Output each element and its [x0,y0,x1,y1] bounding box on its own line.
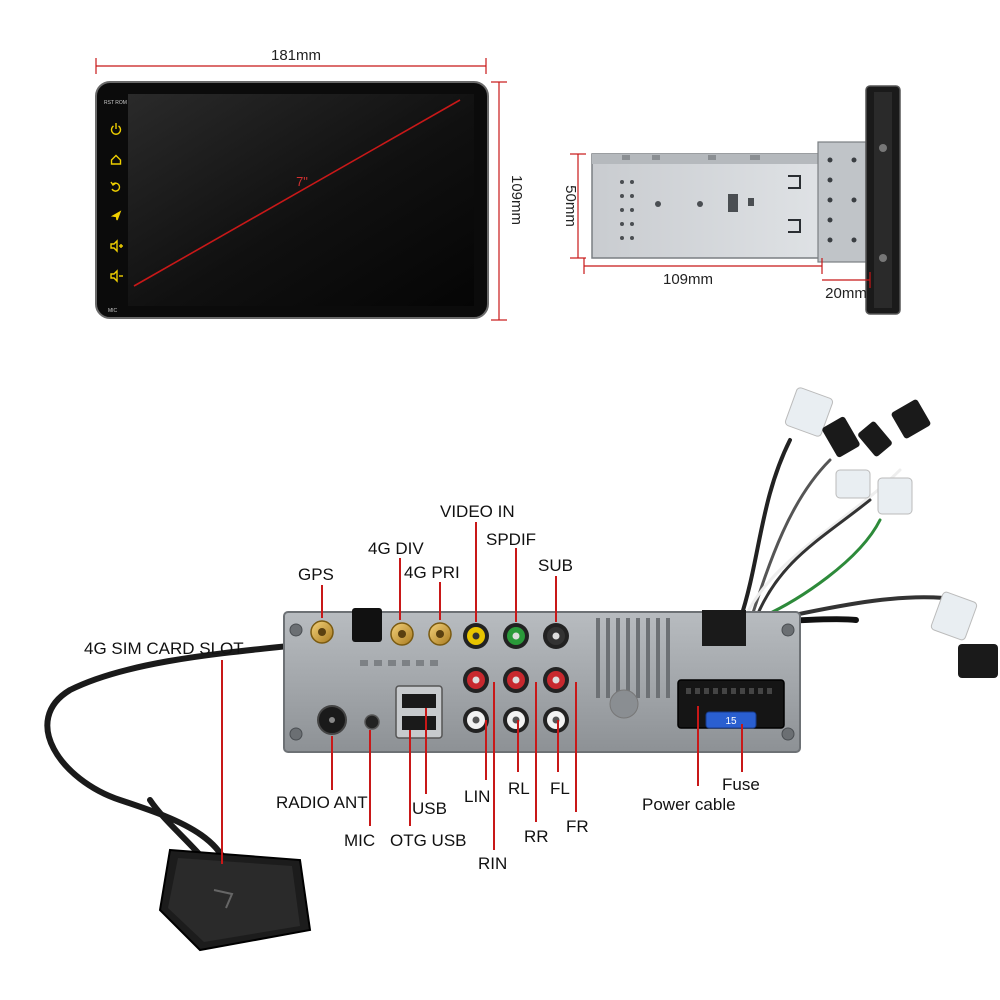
fuse-rating: 15 [725,716,737,727]
vent-slots [596,618,670,698]
depth-label: 109mm [663,271,713,288]
width-dimension: 181mm [95,47,487,74]
rca-fl[interactable] [543,707,569,733]
screen-diagonal [133,99,461,287]
back-icon[interactable] [110,181,121,192]
label-rr: RR [524,827,549,846]
sim-card-slot[interactable] [352,608,382,642]
rca-rr[interactable] [503,667,529,693]
body-height-label: 50mm [562,185,579,227]
gps-antenna-cable [44,633,363,903]
label-rin: RIN [478,854,507,873]
connector-plug [858,421,892,457]
logo-emboss [609,689,639,719]
label-sub: SUB [538,556,573,575]
width-label: 181mm [271,47,321,64]
touch-screen [128,94,474,306]
connector-plug [822,416,860,458]
wiring-harness [738,438,962,625]
label-4g-div: 4G DIV [368,539,424,558]
height-label: 109mm [508,175,525,225]
side-view: 50mm 109mm 20mm [562,85,901,315]
label-fr: FR [566,817,589,836]
usb-block [395,685,443,739]
home-icon[interactable] [110,154,122,165]
rca-rl[interactable] [503,707,529,733]
label-otg-usb: OTG USB [390,831,467,850]
label-radio-ant: RADIO ANT [276,793,368,812]
volume-up-icon[interactable] [110,239,123,253]
radio-antenna-port[interactable] [317,705,347,735]
mic-hole-label: MIC [108,308,118,314]
rca-sub[interactable] [543,623,569,649]
chassis-side [591,153,825,259]
label-fl: FL [550,779,570,798]
mount-bracket [817,141,867,263]
label-mic: MIC [344,831,375,850]
label-fuse: Fuse [722,775,760,794]
rca-spdif[interactable] [503,623,529,649]
gps-connector[interactable] [310,620,334,644]
front-view: 181mm 109mm RST ROM MIC [95,47,525,321]
label-4g-pri: 4G PRI [404,563,460,582]
depth-dimension: 109mm [583,258,823,288]
label-video-in: VIDEO IN [440,502,515,521]
body-height-dimension: 50mm [562,153,586,259]
label-sim-slot: 4G SIM CARD SLOT [84,639,244,658]
label-usb: USB [412,799,447,818]
4g-div-connector[interactable] [390,622,414,646]
key-tag [784,387,834,437]
navigation-icon[interactable] [110,210,122,221]
usb-port[interactable] [402,694,436,708]
label-lin: LIN [464,787,490,806]
mic-port[interactable] [364,714,380,730]
label-tag [835,469,871,499]
label-gps: GPS [298,565,334,584]
front-depth-dimension: 20mm [822,272,871,302]
height-dimension: 109mm [491,81,525,321]
rca-rin[interactable] [463,667,489,693]
rca-video-in[interactable] [463,623,489,649]
fuse: 15 [705,711,757,729]
otg-usb-port[interactable] [402,716,436,730]
power-icon[interactable] [110,123,122,135]
can-tag [930,591,978,641]
can-connector [958,644,998,678]
screen-size-label: 7" [296,174,308,189]
volume-down-icon[interactable] [110,269,123,283]
pointer-lines [221,522,743,864]
label-rl: RL [508,779,530,798]
label-power-cable: Power cable [642,795,736,814]
can-tag [877,477,913,515]
harness-grommet [702,610,746,646]
front-depth-label: 20mm [825,285,867,302]
4g-pri-connector[interactable] [428,622,452,646]
side-buttons [110,123,123,283]
rca-fr[interactable] [543,667,569,693]
rca-lin[interactable] [463,707,489,733]
rear-panel: 15 VIDEO IN SPDIF SUB 4G [44,387,998,952]
label-spdif: SPDIF [486,530,536,549]
reset-label: RST ROM [104,100,127,106]
connector-plug [891,399,931,439]
gps-antenna [158,848,312,952]
